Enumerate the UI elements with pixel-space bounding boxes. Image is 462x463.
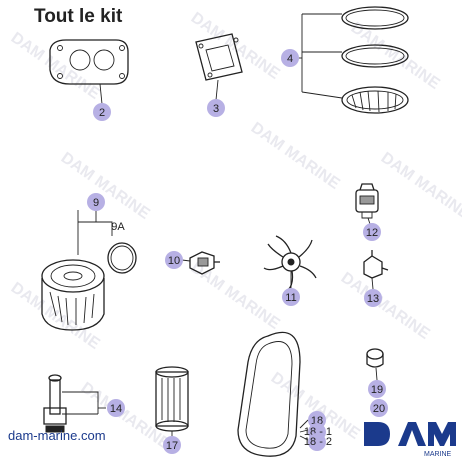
watermark-pattern: DAM MARINE DAM MARINE DAM MARINE DAM MAR… <box>8 9 462 453</box>
website-link[interactable]: dam-marine.com <box>8 428 106 443</box>
part-piston-rings <box>341 6 409 114</box>
part-19 <box>366 348 384 368</box>
callout-18-group: 18 18 - 1 18 - 2 <box>304 411 332 451</box>
svg-text:18 - 1: 18 - 1 <box>304 426 332 438</box>
part-gasket-square <box>195 33 243 81</box>
watermark: DAM MARINE <box>378 149 462 223</box>
part-gasket-exhaust <box>49 39 129 85</box>
callout-12: 12 <box>363 223 381 241</box>
part-sender-13 <box>363 250 389 279</box>
svg-text:2: 2 <box>99 107 105 119</box>
callout-10: 10 <box>165 251 183 269</box>
page-title: Tout le kit <box>34 6 123 27</box>
part-impeller <box>263 235 317 291</box>
watermark: DAM MARINE <box>338 269 433 343</box>
svg-text:4: 4 <box>287 53 293 65</box>
watermark: DAM MARINE <box>188 259 283 333</box>
svg-text:19: 19 <box>371 384 383 396</box>
callout-2: 2 <box>93 103 111 121</box>
callout-20: 20 <box>370 399 388 417</box>
svg-text:13: 13 <box>367 293 379 305</box>
part-oil-filter <box>41 259 105 331</box>
svg-text:10: 10 <box>168 255 180 267</box>
part-oring-9a <box>107 242 137 274</box>
callout-9a: 9A <box>111 221 125 233</box>
watermark: DAM MARINE <box>348 19 443 93</box>
svg-text:18 - 2: 18 - 2 <box>304 436 332 448</box>
callout-4: 4 <box>281 49 299 67</box>
part-sensor-10 <box>189 251 220 275</box>
svg-text:14: 14 <box>110 403 122 415</box>
callout-13: 13 <box>364 289 382 307</box>
callout-17: 17 <box>163 436 181 454</box>
callout-14: 14 <box>107 399 125 417</box>
watermark: DAM MARINE <box>248 119 343 193</box>
svg-text:9A: 9A <box>111 221 125 233</box>
dam-logo: MARINE <box>358 416 458 458</box>
logo-sub: MARINE <box>424 451 452 458</box>
callout-19: 19 <box>368 380 386 398</box>
callout-9: 9 <box>87 193 105 211</box>
watermark: DAM MARINE <box>58 149 153 223</box>
svg-text:20: 20 <box>373 403 385 415</box>
svg-text:11: 11 <box>285 292 296 304</box>
part-cartridge-17 <box>155 366 189 432</box>
part-drive-belt <box>237 331 301 457</box>
callout-11: 11 <box>282 288 300 306</box>
svg-text:3: 3 <box>213 103 219 115</box>
part-solenoid-12 <box>355 183 379 219</box>
svg-text:9: 9 <box>93 197 99 209</box>
callout-3: 3 <box>207 99 225 117</box>
svg-text:17: 17 <box>166 440 178 452</box>
part-fuel-filter-14 <box>43 374 67 433</box>
svg-text:12: 12 <box>366 227 378 239</box>
